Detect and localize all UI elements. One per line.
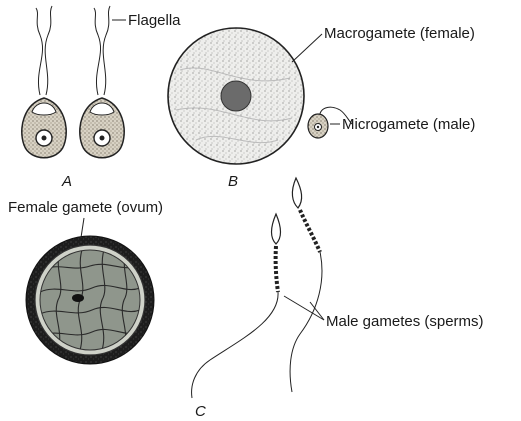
ovum-nucleus — [72, 294, 84, 302]
macrogamete-nucleus — [221, 81, 251, 111]
sperm-middle-piece — [276, 246, 278, 292]
label-male-gametes: Male gametes (sperms) — [326, 313, 484, 330]
flagellum — [103, 6, 110, 95]
label-macrogamete: Macrogamete (female) — [324, 25, 475, 42]
macrogamete — [168, 28, 304, 164]
label-female-gamete: Female gamete (ovum) — [8, 199, 163, 216]
label-microgamete: Microgamete (male) — [342, 116, 475, 133]
ovum — [26, 236, 154, 364]
part-label-a: A — [61, 173, 72, 190]
sperm-middle-piece — [300, 210, 320, 252]
flagellum — [36, 8, 43, 95]
sperm-right — [290, 178, 322, 392]
sperm-head — [292, 178, 301, 208]
part-label-c: C — [195, 403, 206, 420]
flagellum — [45, 6, 52, 95]
sperm-tail — [192, 292, 278, 398]
isogamete-right — [80, 6, 124, 158]
isogamete-left — [22, 6, 66, 158]
sperm-leader-2 — [310, 302, 324, 320]
sperm-head — [272, 214, 281, 244]
part-label-b: B — [228, 173, 238, 190]
macrogamete-leader — [292, 34, 322, 62]
sperm-left — [192, 214, 281, 398]
flagellum — [94, 8, 101, 95]
sperm-tail — [290, 252, 322, 392]
label-flagella: Flagella — [128, 12, 181, 29]
